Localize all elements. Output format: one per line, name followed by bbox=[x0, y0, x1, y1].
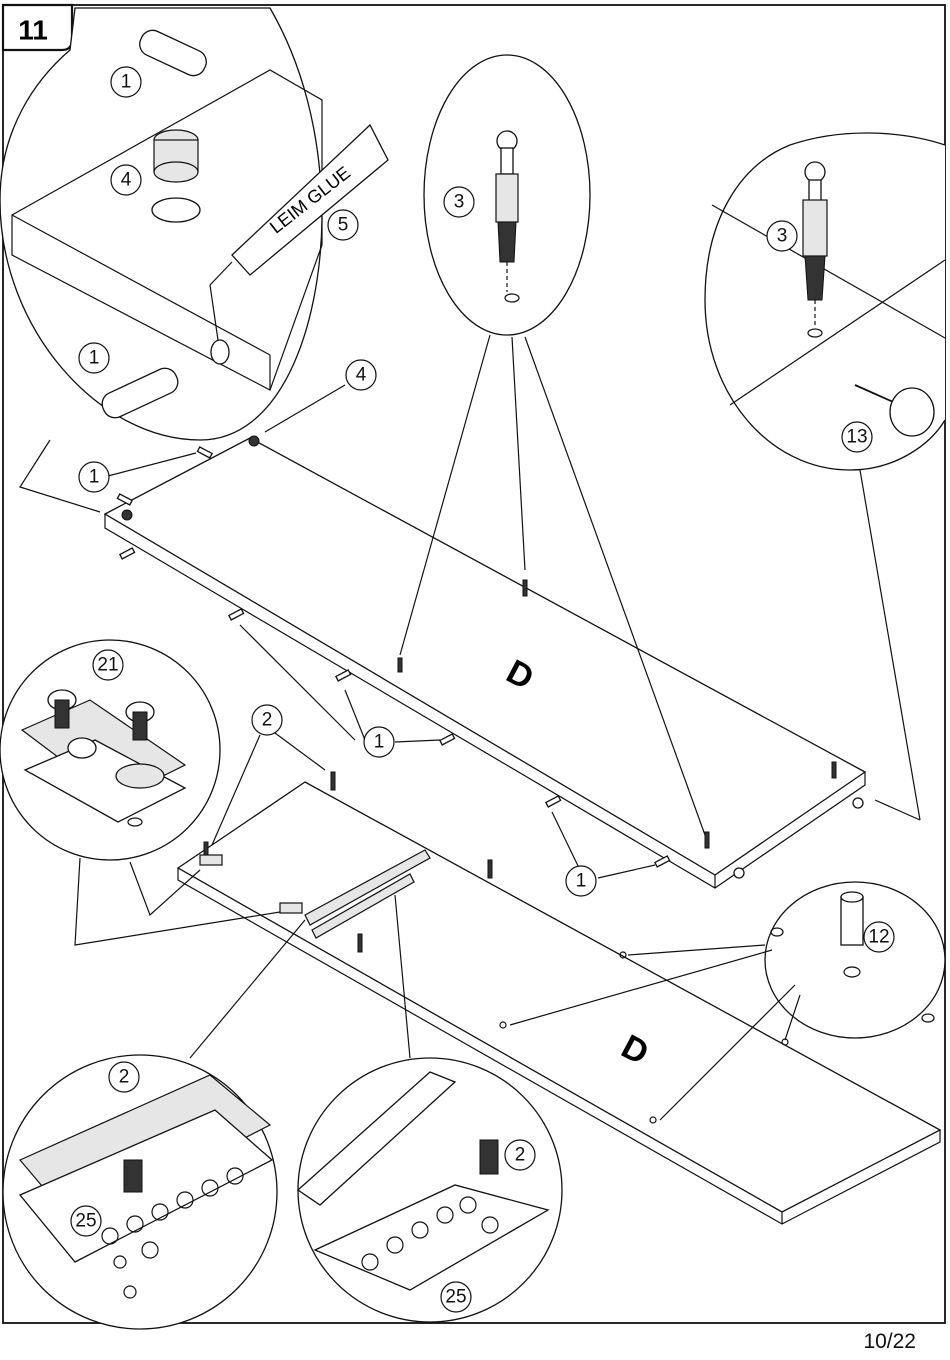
step-number: 11 bbox=[18, 15, 48, 46]
callout-dowel-top: 1 bbox=[111, 67, 141, 97]
svg-text:13: 13 bbox=[846, 427, 867, 448]
callout-cam-lock-panel: 4 bbox=[346, 360, 376, 390]
detail-cam-bolt-glide bbox=[705, 133, 945, 470]
callout-dowel-panel: 1 bbox=[79, 462, 109, 492]
svg-text:3: 3 bbox=[454, 192, 465, 213]
callout-dowel-mid: 1 bbox=[364, 727, 394, 757]
callout-cam-lock: 4 bbox=[111, 165, 141, 195]
callout-glide: 13 bbox=[842, 422, 872, 452]
callout-cam-bolt-glide-detail: 3 bbox=[767, 221, 797, 251]
callout-hinge-plate: 21 bbox=[93, 650, 123, 680]
svg-text:25: 25 bbox=[445, 1287, 466, 1308]
detail-shelf-support bbox=[765, 882, 945, 1038]
callout-runner-left: 25 bbox=[71, 1206, 101, 1236]
callout-dowel-detail: 1 bbox=[79, 343, 109, 373]
step-badge: 11 bbox=[3, 5, 72, 50]
svg-text:25: 25 bbox=[75, 1211, 96, 1232]
callout-runner-right: 25 bbox=[441, 1282, 471, 1312]
svg-text:1: 1 bbox=[374, 732, 385, 753]
detail-runner-right bbox=[298, 1058, 562, 1322]
svg-text:1: 1 bbox=[89, 467, 100, 488]
callout-screw-right: 2 bbox=[505, 1140, 535, 1170]
upper-panel: D bbox=[105, 436, 865, 888]
callout-shelf-support: 12 bbox=[864, 922, 894, 952]
callout-glue: 5 bbox=[328, 210, 358, 240]
svg-text:4: 4 bbox=[121, 170, 132, 191]
svg-text:12: 12 bbox=[868, 927, 889, 948]
callout-screw-left: 2 bbox=[109, 1062, 139, 1092]
svg-text:4: 4 bbox=[356, 365, 367, 386]
svg-text:2: 2 bbox=[262, 710, 273, 731]
callout-screw-panel: 2 bbox=[252, 705, 282, 735]
svg-text:3: 3 bbox=[777, 226, 788, 247]
svg-text:1: 1 bbox=[89, 348, 100, 369]
callout-cam-bolt-detail: 3 bbox=[444, 187, 474, 217]
svg-text:1: 1 bbox=[121, 72, 132, 93]
svg-text:21: 21 bbox=[97, 655, 118, 676]
page-number: 10/22 bbox=[863, 1330, 916, 1354]
callout-dowel-right: 1 bbox=[566, 866, 596, 896]
svg-text:1: 1 bbox=[576, 871, 587, 892]
svg-text:2: 2 bbox=[515, 1145, 526, 1166]
detail-runner-left bbox=[3, 1055, 277, 1329]
svg-text:2: 2 bbox=[119, 1067, 130, 1088]
svg-text:5: 5 bbox=[338, 215, 349, 236]
